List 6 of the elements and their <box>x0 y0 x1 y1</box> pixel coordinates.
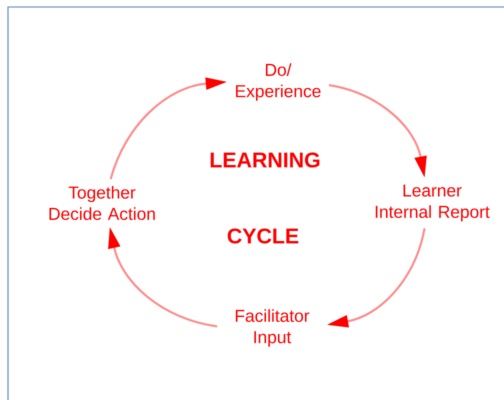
stage-label: Facilitator Input <box>236 309 310 347</box>
stage-label: Learner Internal Report <box>376 184 490 222</box>
center-title: CYCLE <box>228 228 298 244</box>
stage-label: Do/ Experience <box>236 63 321 101</box>
center-title: LEARNING <box>210 152 320 168</box>
stage-label: Together Decide Action <box>49 186 155 220</box>
